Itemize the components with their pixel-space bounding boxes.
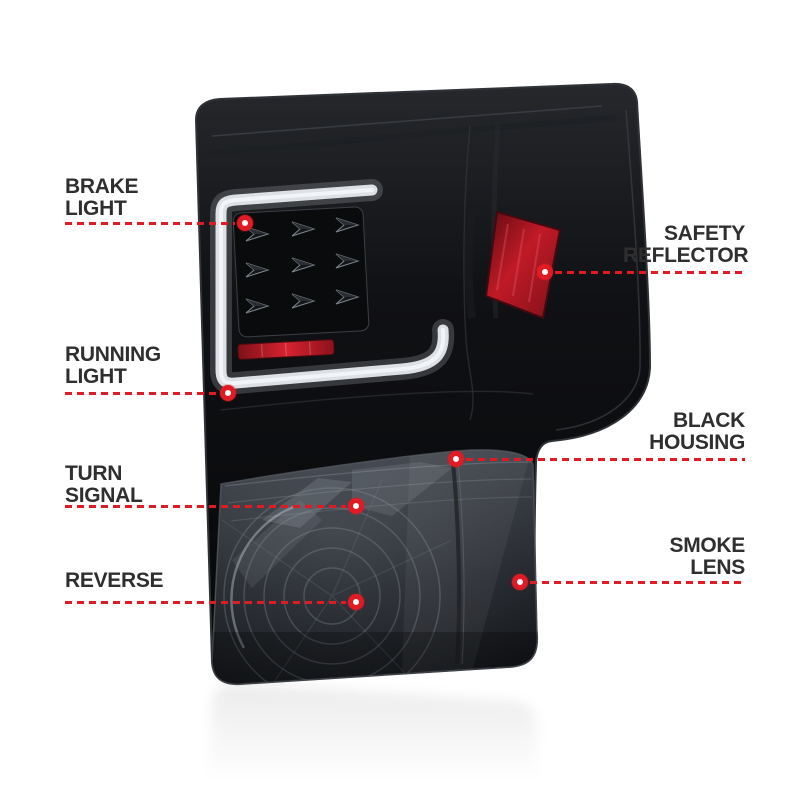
- callout-label-turn-signal: TURN SIGNAL: [65, 462, 143, 507]
- callout-label-safety-reflector: SAFETY REFLECTOR: [623, 222, 749, 267]
- callout-line-black-housing: [466, 458, 745, 461]
- callout-line-turn-signal: [65, 505, 346, 508]
- callout-line-smoke-lens: [530, 581, 745, 584]
- callout-dot-safety-reflector: [537, 264, 553, 280]
- running-light-red-strip: [237, 339, 335, 360]
- callout-label-smoke-lens: SMOKE LENS: [669, 534, 745, 579]
- light-bar: [210, 179, 455, 395]
- callout-line-reverse: [65, 601, 346, 604]
- safety-reflector: [484, 210, 562, 320]
- callout-line-brake-light: [65, 222, 235, 225]
- housing-contours: [208, 105, 641, 431]
- callout-label-black-housing: BLACK HOUSING: [649, 409, 745, 454]
- callout-dot-reverse: [348, 594, 364, 610]
- callout-dot-brake-light: [237, 215, 253, 231]
- callout-label-reverse: REVERSE: [65, 569, 164, 592]
- callout-dot-black-housing: [448, 451, 464, 467]
- callout-dot-running-light: [220, 385, 236, 401]
- callout-label-brake-light: BRAKE LIGHT: [65, 175, 139, 220]
- reflection-fade: [140, 686, 680, 800]
- callout-dot-turn-signal: [348, 498, 364, 514]
- callout-line-safety-reflector: [555, 271, 745, 274]
- brake-light-leds: [232, 206, 370, 338]
- callout-line-running-light: [65, 392, 218, 395]
- callout-label-running-light: RUNNING LIGHT: [65, 343, 161, 388]
- callout-dot-smoke-lens: [512, 574, 528, 590]
